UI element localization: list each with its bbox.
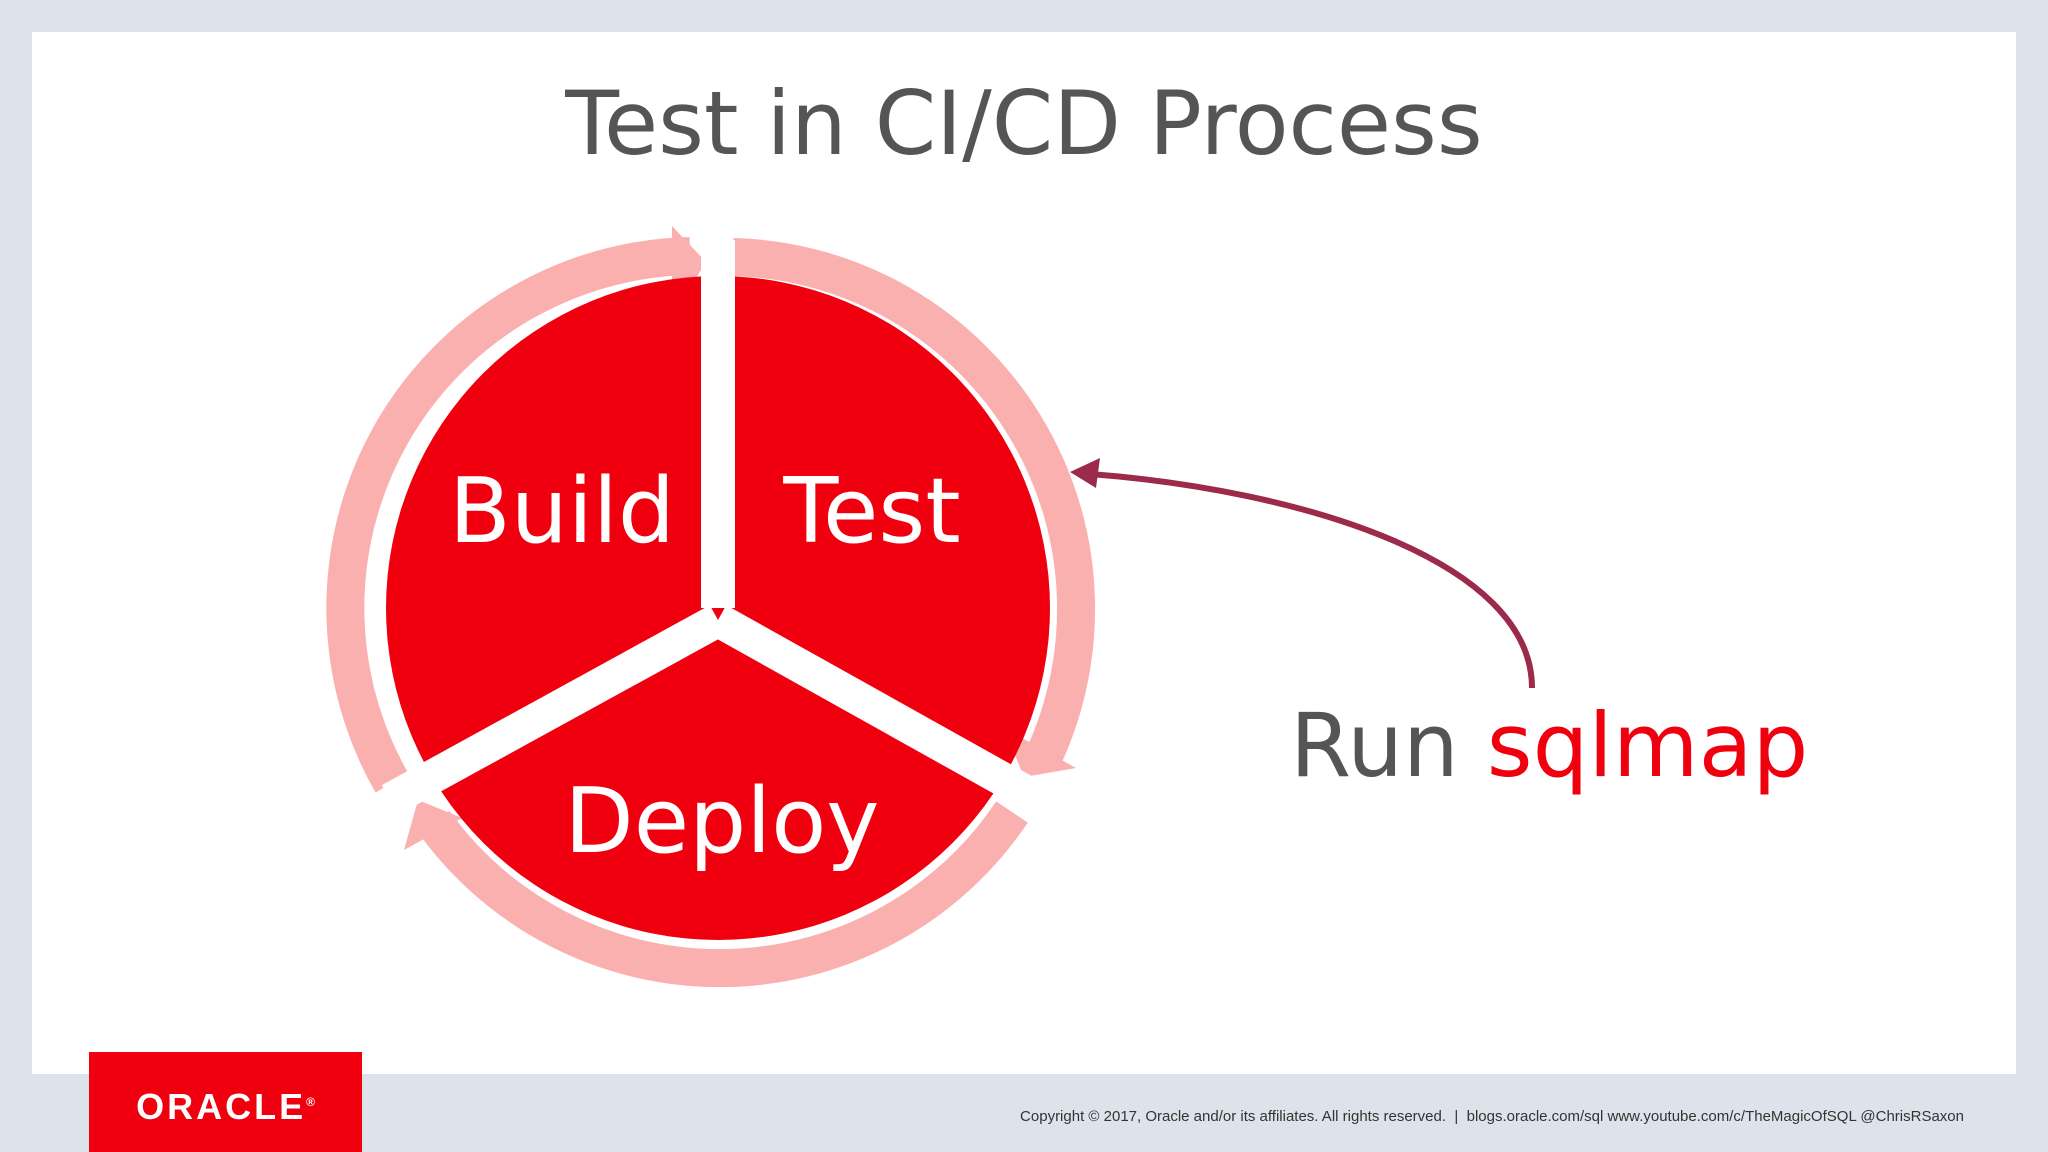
cycle-ring-arrows (326, 226, 1096, 988)
footer-text: Copyright © 2017, Oracle and/or its affi… (1020, 1108, 1964, 1125)
cycle-segments (381, 240, 1050, 940)
separator-left (381, 605, 727, 815)
oracle-logo-text: ORACLE® (89, 1086, 362, 1128)
slide-title: Test in CI/CD Process (565, 72, 1483, 175)
oracle-logo-word: ORACLE (136, 1086, 307, 1127)
segment-label-build: Build (449, 459, 675, 564)
footer-links: blogs.oracle.com/sql www.youtube.com/c/T… (1466, 1108, 1964, 1125)
ring-arrow-deploy-to-build (418, 801, 1028, 988)
annotation-run-sqlmap: Run sqlmap (1290, 694, 1808, 797)
segment-label-deploy: Deploy (564, 769, 879, 874)
ring-arrow-test-to-deploy (732, 238, 1096, 769)
ring-arrow-build-to-test (326, 237, 691, 793)
pointer-arrowhead (1070, 458, 1100, 488)
oracle-logo-mark: ® (306, 1095, 315, 1109)
footer-copyright: Copyright © 2017, Oracle and/or its affi… (1020, 1108, 1447, 1125)
oracle-logo: ORACLE® (89, 1052, 362, 1152)
footer-separator: | (1454, 1108, 1459, 1125)
separator-right (709, 605, 1049, 815)
annotation-prefix: Run (1290, 694, 1487, 797)
pointer-arrow-curve (1089, 471, 1535, 689)
pointer-arrow (1070, 458, 1535, 689)
ring-arrowhead-left (404, 800, 462, 850)
segment-label-test: Test (782, 459, 960, 564)
annotation-command: sqlmap (1486, 694, 1809, 797)
